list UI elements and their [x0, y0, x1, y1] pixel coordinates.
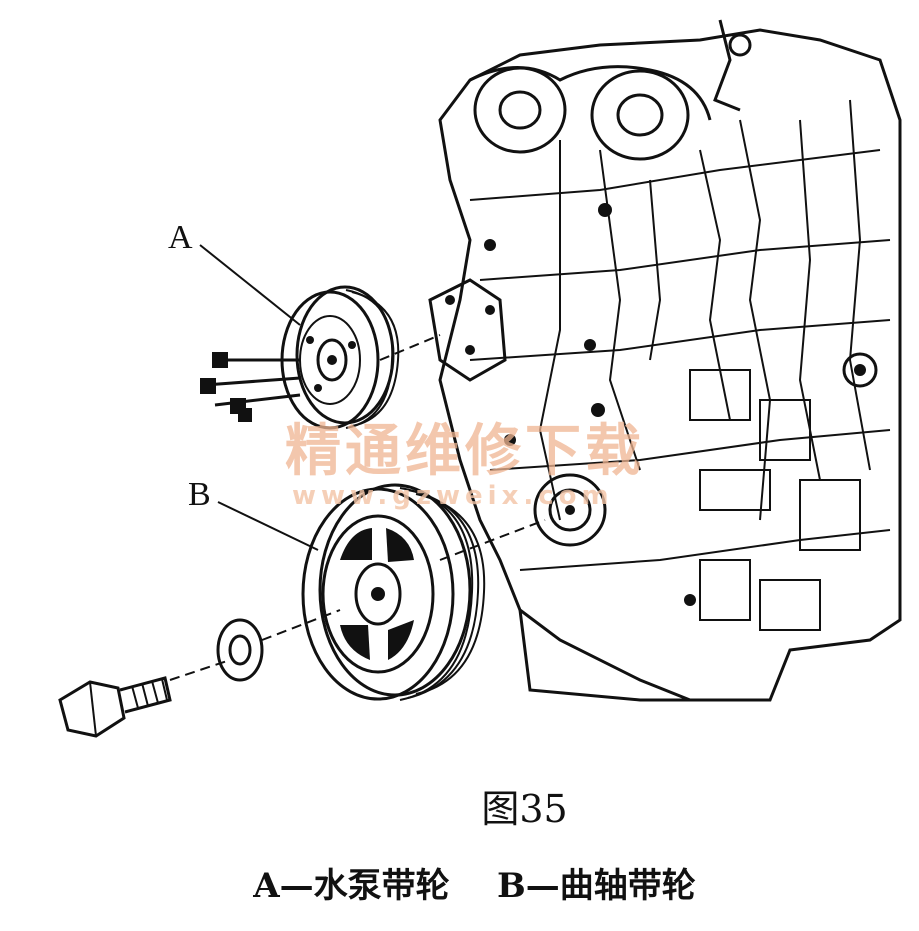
callout-a: A [168, 219, 301, 326]
callout-b-label: B [188, 476, 211, 513]
water-pump-pulley-bolts [200, 352, 301, 422]
water-pump-pulley [280, 285, 400, 430]
watermark-text: 精通维修下载 [285, 419, 645, 484]
watermark-url: www.gzweix.com [292, 481, 614, 511]
engine-block [428, 19, 902, 702]
crank-alignment-line-3 [439, 519, 546, 561]
crankshaft-pulley [301, 483, 486, 701]
crankshaft-bolt [58, 676, 172, 738]
figure-number: 图35 [481, 787, 568, 831]
water-pump-alignment-line [379, 334, 441, 361]
crank-alignment-line-2 [261, 609, 341, 641]
callout-a-label: A [168, 219, 193, 256]
crankshaft-washer [216, 618, 264, 682]
callout-b: B [188, 476, 319, 551]
crank-alignment-line [169, 659, 231, 681]
figure-caption: A—水泵带轮 B—曲轴带轮 [253, 866, 696, 906]
